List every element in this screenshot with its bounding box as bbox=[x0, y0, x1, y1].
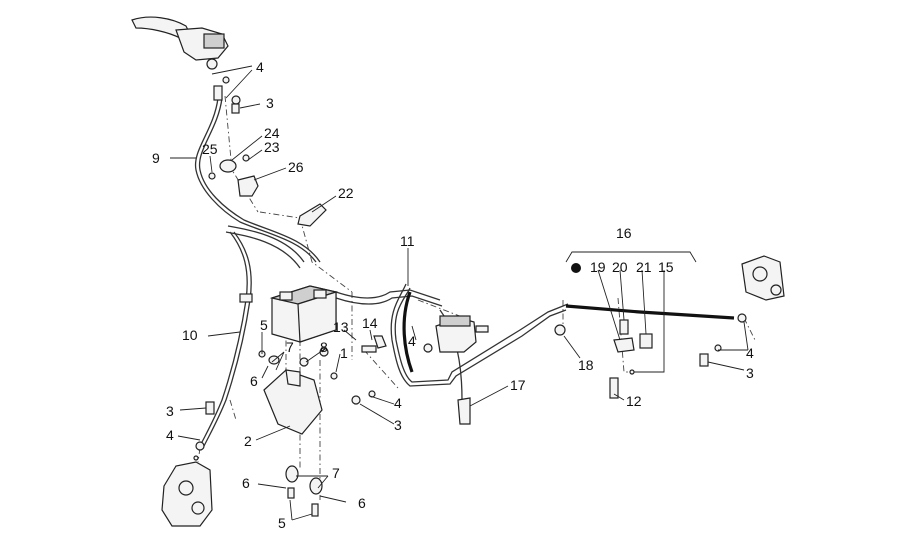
group-bracket-16 bbox=[565, 251, 697, 263]
callout-23: 23 bbox=[264, 139, 280, 155]
callout-6-a: 6 bbox=[250, 373, 258, 389]
abs-bracket bbox=[258, 347, 338, 435]
callout-12: 12 bbox=[626, 393, 642, 409]
front-master-cylinder bbox=[131, 16, 230, 101]
bracket-22 bbox=[297, 203, 327, 227]
callout-6-b: 6 bbox=[242, 475, 250, 491]
hose-10 bbox=[199, 231, 248, 447]
callout-9: 9 bbox=[152, 150, 160, 166]
callout-3-top: 3 bbox=[266, 95, 274, 111]
callout-19: 19 bbox=[590, 259, 606, 275]
callout-20: 20 bbox=[612, 259, 628, 275]
callout-4-mid: 4 bbox=[408, 333, 416, 349]
callout-16: 16 bbox=[616, 225, 632, 241]
item-16-dot bbox=[571, 263, 581, 273]
callout-labels: 4 3 24 23 25 26 9 22 11 10 5 7 6 13 14 8… bbox=[152, 59, 754, 531]
bolt-3-left bbox=[205, 401, 215, 415]
callout-10: 10 bbox=[182, 327, 198, 343]
callout-26: 26 bbox=[288, 159, 304, 175]
callout-18: 18 bbox=[578, 357, 594, 373]
callout-24: 24 bbox=[264, 125, 280, 141]
clip-14 bbox=[373, 335, 387, 349]
callout-2: 2 bbox=[244, 433, 252, 449]
callout-25: 25 bbox=[202, 141, 218, 157]
callout-11: 11 bbox=[400, 233, 415, 249]
callout-3-right: 3 bbox=[746, 365, 754, 381]
callout-4-left: 4 bbox=[166, 427, 174, 443]
callout-5-a: 5 bbox=[260, 317, 268, 333]
speed-sensor bbox=[609, 319, 653, 399]
callout-13: 13 bbox=[333, 319, 349, 335]
callout-1: 1 bbox=[340, 345, 348, 361]
callout-4-top: 4 bbox=[256, 59, 264, 75]
banjo-bolt bbox=[231, 95, 241, 105]
hose-clamp bbox=[239, 293, 253, 303]
callout-4-low: 4 bbox=[394, 395, 402, 411]
callout-4-right: 4 bbox=[746, 345, 754, 361]
hose-9 bbox=[194, 97, 317, 263]
callout-3-low: 3 bbox=[394, 417, 402, 433]
callout-6-c: 6 bbox=[358, 495, 366, 511]
sensor-parts bbox=[208, 154, 327, 227]
callout-21: 21 bbox=[636, 259, 652, 275]
callout-14: 14 bbox=[362, 315, 378, 331]
pipe-bracket-17 bbox=[457, 397, 471, 425]
callout-5-b: 5 bbox=[278, 515, 286, 531]
rear-brake-hose bbox=[402, 291, 414, 373]
clip-13 bbox=[361, 345, 377, 353]
callout-15: 15 bbox=[658, 259, 674, 275]
callout-17: 17 bbox=[510, 377, 526, 393]
front-brake-caliper bbox=[161, 441, 213, 527]
bolt-3-mid bbox=[351, 395, 361, 405]
grommet-18 bbox=[554, 324, 566, 336]
leader-lines bbox=[170, 65, 749, 521]
callout-22: 22 bbox=[338, 185, 354, 201]
callout-7-a: 7 bbox=[286, 339, 294, 355]
abs-unit bbox=[269, 285, 339, 343]
rear-brake-caliper bbox=[699, 255, 785, 367]
rear-master-cylinder bbox=[423, 315, 489, 353]
pipe-11 bbox=[394, 287, 569, 383]
callout-7-b: 7 bbox=[332, 465, 340, 481]
callout-3-left: 3 bbox=[166, 403, 174, 419]
rubber-mounts bbox=[285, 465, 323, 517]
callout-8: 8 bbox=[320, 339, 328, 355]
